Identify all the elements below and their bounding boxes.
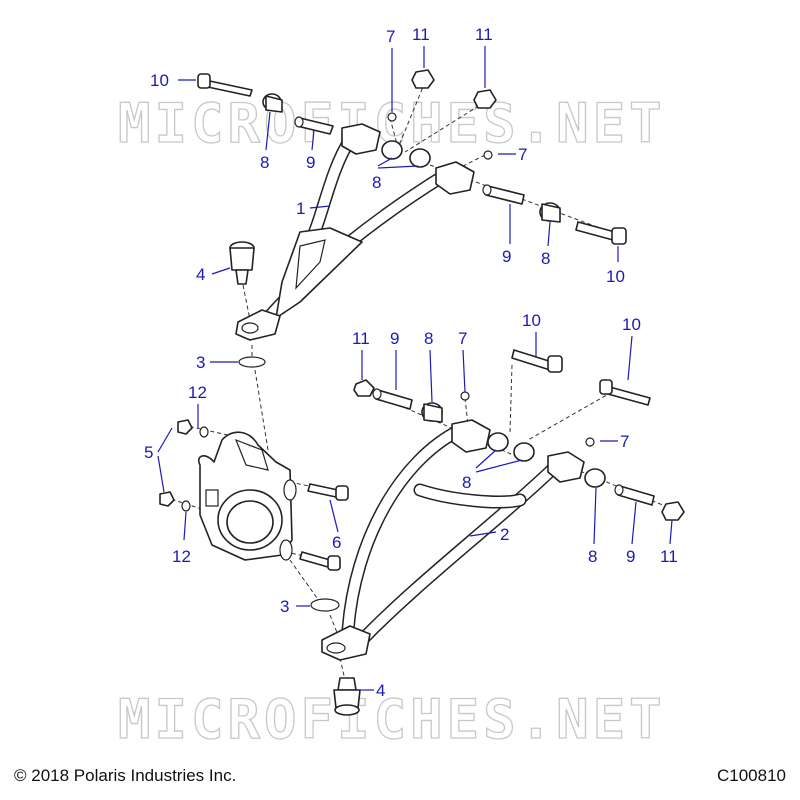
lower-a-arm: [321, 419, 585, 661]
callout-8: 8: [588, 547, 597, 566]
callout-12: 12: [188, 383, 207, 402]
callout-9: 9: [390, 329, 399, 348]
callout-9: 9: [502, 247, 511, 266]
callout-10: 10: [522, 311, 541, 330]
callout-leaders: [157, 46, 673, 691]
callout-7: 7: [458, 329, 467, 348]
upper-hardware: [197, 69, 627, 368]
callout-3: 3: [196, 353, 205, 372]
callout-6: 6: [332, 533, 341, 552]
callout-10: 10: [622, 315, 641, 334]
callout-4: 4: [376, 681, 385, 700]
callout-1: 1: [296, 199, 305, 218]
callout-8: 8: [260, 153, 269, 172]
callout-5: 5: [144, 443, 153, 462]
figure-id: C100810: [716, 766, 786, 785]
watermark-bottom: MICROFICHES.NET: [118, 688, 666, 751]
callout-10: 10: [606, 267, 625, 286]
steering-knuckle: [198, 431, 297, 561]
callout-9: 9: [306, 153, 315, 172]
callout-8: 8: [462, 473, 471, 492]
upper-a-arm: [235, 123, 475, 341]
callout-7: 7: [386, 27, 395, 46]
callout-2: 2: [500, 525, 509, 544]
callout-8: 8: [372, 173, 381, 192]
lower-hardware: [333, 349, 685, 716]
callout-8: 8: [541, 249, 550, 268]
callout-9: 9: [626, 547, 635, 566]
callout-10: 10: [150, 71, 169, 90]
copyright-notice: © 2018 Polaris Industries Inc.: [14, 766, 237, 785]
callout-7: 7: [620, 432, 629, 451]
callout-3: 3: [280, 597, 289, 616]
callout-11: 11: [660, 547, 678, 566]
knuckle-hardware: [159, 419, 349, 612]
callout-11: 11: [412, 25, 430, 44]
callout-8: 8: [424, 329, 433, 348]
callout-12: 12: [172, 547, 191, 566]
callout-7: 7: [518, 145, 527, 164]
callouts: 10 7 11 11 8 9 8 7 1 9 8 4 10 3 11 9 8 7…: [144, 25, 678, 700]
callout-11: 11: [352, 329, 370, 348]
callout-4: 4: [196, 265, 205, 284]
callout-11: 11: [475, 25, 493, 44]
exploded-view: MICROFICHES.NET MICROFICHES.NET: [117, 25, 685, 752]
